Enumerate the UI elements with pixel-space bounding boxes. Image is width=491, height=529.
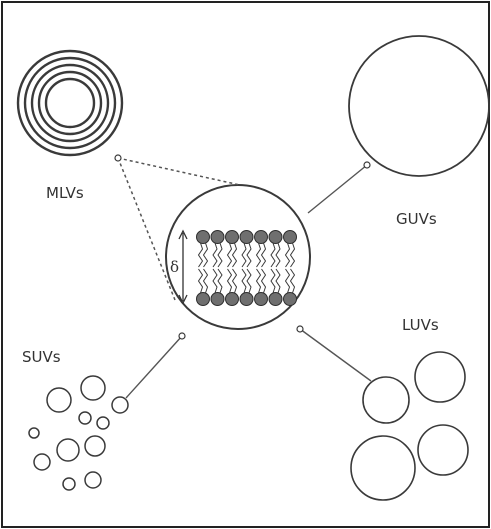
suv-vesicle	[28, 427, 40, 439]
luv-vesicle	[362, 376, 410, 424]
bilayer-zoom-circle	[165, 184, 311, 330]
suv-vesicle	[96, 416, 110, 430]
guv-anchor-dot	[363, 161, 371, 169]
suv-label: SUVs	[22, 348, 61, 366]
lipid-head	[283, 230, 297, 244]
mlv-anchor-dot	[114, 154, 122, 162]
luv-anchor-dot	[296, 325, 304, 333]
suv-vesicle	[84, 471, 102, 489]
luv-label: LUVs	[402, 316, 439, 334]
guv-vesicle	[348, 35, 490, 177]
lipid-head	[196, 230, 210, 244]
lipid-head	[254, 292, 268, 306]
lipid-tail	[226, 242, 238, 268]
suv-vesicle	[46, 387, 72, 413]
lipid-head	[268, 230, 283, 244]
lipid-tail	[226, 268, 238, 294]
luv-vesicle	[417, 424, 469, 476]
guv-label: GUVs	[396, 210, 437, 228]
connector-lines	[125, 164, 372, 399]
suv-vesicle	[33, 453, 51, 471]
lipid-tail	[270, 242, 281, 268]
luv-vesicles	[350, 351, 469, 501]
suv-vesicle	[111, 396, 129, 414]
lipid-head	[225, 292, 239, 306]
lipid-tail	[255, 268, 267, 294]
thickness-arrow	[178, 229, 188, 305]
suv-vesicle	[78, 411, 92, 425]
lipid-head	[225, 230, 239, 244]
lipid-head	[254, 230, 268, 244]
thickness-symbol: δ	[170, 258, 179, 276]
lipid-head	[210, 292, 225, 306]
lipid-tail	[212, 242, 223, 268]
suv-anchor-dot	[178, 332, 186, 340]
lipid-tail	[255, 242, 267, 268]
suv-vesicle	[56, 438, 80, 462]
lipid-head	[283, 292, 297, 306]
lipid-head	[210, 230, 225, 244]
lipid-tail	[270, 268, 281, 294]
lipid-tail	[284, 242, 296, 268]
mlv-label: MLVs	[46, 184, 84, 202]
suv-vesicles	[28, 375, 129, 491]
zoom-lines	[117, 157, 241, 301]
mlv-vesicle	[16, 49, 124, 157]
lipid-head	[268, 292, 283, 306]
lipid-tail	[197, 242, 209, 268]
luv-vesicle	[350, 435, 416, 501]
suv-vesicle	[84, 435, 106, 457]
lipid-tail	[212, 268, 223, 294]
lipid-tail	[241, 242, 252, 268]
lipid-tail	[197, 268, 209, 294]
luv-vesicle	[414, 351, 466, 403]
lipid-tail	[284, 268, 296, 294]
suv-vesicle	[80, 375, 106, 401]
suv-vesicle	[62, 477, 76, 491]
lipid-head	[196, 292, 210, 306]
lipid-tail	[241, 268, 252, 294]
lipid-bilayer	[196, 230, 297, 306]
lipid-head	[239, 230, 254, 244]
lipid-head	[239, 292, 254, 306]
